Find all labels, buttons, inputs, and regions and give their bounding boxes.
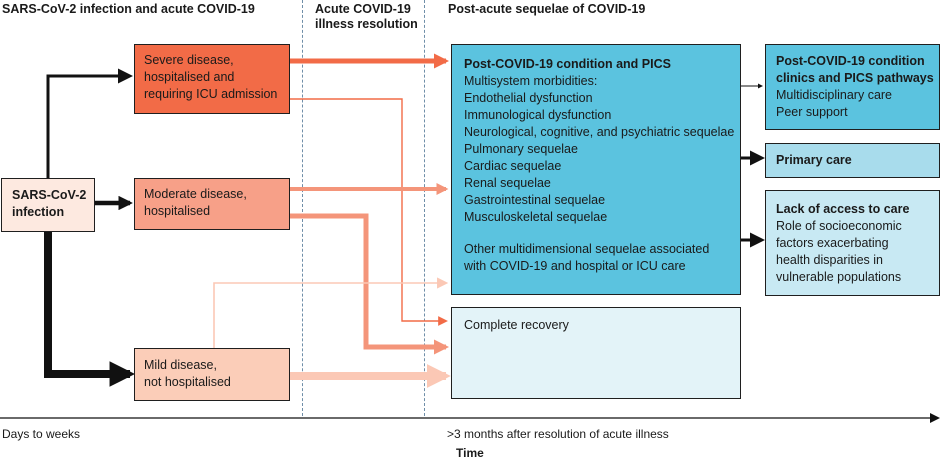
time-axis-arrowhead <box>930 413 940 423</box>
post-covid-title: Post-COVID-19 condition and PICS <box>464 57 671 71</box>
other-sequelae-text: Other multidimensional sequelae associat… <box>464 242 710 273</box>
header-illness-resolution: Acute COVID-19 illness resolution <box>315 2 418 32</box>
divider-acute-end <box>302 0 303 416</box>
arrow-mild-to-postcovid <box>213 277 449 348</box>
clinics-item: Multidisciplinary care <box>776 88 893 102</box>
arrow-source-to-severe <box>46 68 133 178</box>
header-illness-resolution-line1: Acute COVID-19 <box>315 2 411 16</box>
lack-of-access-text: Role of socioeconomic factors exacerbati… <box>776 219 902 284</box>
lack-of-access-title: Lack of access to care <box>776 202 910 216</box>
source-infection-box: SARS-CoV-2 infection <box>1 178 95 232</box>
primary-care-label: Primary care <box>776 153 852 167</box>
morbidity-item: Endothelial dysfunction <box>464 91 593 105</box>
mild-disease-box: Mild disease, not hospitalised <box>134 348 290 401</box>
morbidity-item: Renal sequelae <box>464 176 551 190</box>
morbidity-item: Pulmonary sequelae <box>464 142 578 156</box>
axis-title-time: Time <box>456 446 484 460</box>
clinics-pathways-title: Post-COVID-19 condition clinics and PICS… <box>776 54 934 85</box>
moderate-disease-box: Moderate disease, hospitalised <box>134 178 290 230</box>
severe-disease-label: Severe disease, hospitalised and requiri… <box>144 53 278 101</box>
axis-label-three-months: >3 months after resolution of acute illn… <box>447 427 669 441</box>
morbidity-item: Cardiac sequelae <box>464 159 562 173</box>
arrow-moderate-to-recovery <box>290 213 449 355</box>
morbidity-item: Neurological, cognitive, and psychiatric… <box>464 125 735 139</box>
clinics-item: Peer support <box>776 105 848 119</box>
severe-disease-box: Severe disease, hospitalised and requiri… <box>134 44 290 114</box>
morbidity-item: Immunological dysfunction <box>464 108 612 122</box>
source-infection-label: SARS-CoV-2 infection <box>12 188 87 219</box>
clinics-pathways-box: Post-COVID-19 condition clinics and PICS… <box>765 44 940 130</box>
morbidity-item: Gastrointestinal sequelae <box>464 193 606 207</box>
morbidity-item: Multisystem morbidities: <box>464 74 598 88</box>
header-acute-covid: SARS-CoV-2 infection and acute COVID-19 <box>2 2 255 16</box>
moderate-disease-label: Moderate disease, hospitalised <box>144 187 247 218</box>
divider-resolution-end <box>424 0 425 416</box>
arrow-severe-to-recovery <box>290 98 448 326</box>
morbidity-item: Musculoskeletal sequelae <box>464 210 608 224</box>
complete-recovery-label: Complete recovery <box>464 318 569 332</box>
header-illness-resolution-line2: illness resolution <box>315 17 418 31</box>
post-covid-condition-box: Post-COVID-19 condition and PICS Multisy… <box>451 44 741 295</box>
mild-disease-label: Mild disease, not hospitalised <box>144 358 231 389</box>
lack-of-access-box: Lack of access to care Role of socioecon… <box>765 190 940 296</box>
complete-recovery-box: Complete recovery <box>451 307 741 399</box>
axis-label-days-to-weeks: Days to weeks <box>2 427 81 441</box>
primary-care-box: Primary care <box>765 143 940 178</box>
arrow-source-to-mild <box>44 232 136 387</box>
header-post-acute-sequelae: Post-acute sequelae of COVID-19 <box>448 2 646 16</box>
